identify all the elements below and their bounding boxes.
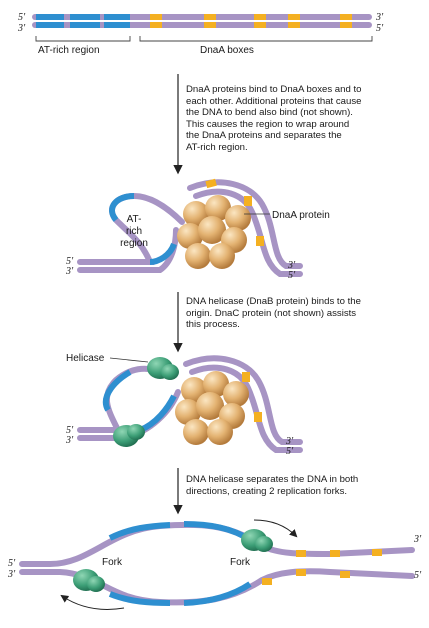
dnaa-box [340, 14, 352, 20]
panel-1-origin: 5′ 3′ 3′ 5′ AT-rich region DnaA boxes [17, 12, 384, 56]
dnaa-box [288, 14, 300, 20]
end-label-5prime: 5′ [288, 270, 296, 281]
end-label-5prime: 5′ [66, 425, 74, 436]
end-label-3prime: 3′ [375, 12, 384, 23]
at-rich-region-label: rich [126, 226, 142, 237]
fork-label-right: Fork [230, 557, 251, 568]
end-label-5prime: 5′ [376, 23, 384, 34]
end-label-5prime: 5′ [18, 12, 26, 23]
dnaa-box [254, 14, 266, 20]
end-label-3prime: 3′ [7, 569, 16, 580]
step-3-caption: DNA helicase separates the DNA in both d… [186, 474, 359, 497]
helicase-label: Helicase [66, 353, 105, 364]
dnaa-protein-cluster [177, 195, 251, 269]
step-1-caption: DnaA proteins bind to DnaA boxes and to … [186, 84, 362, 153]
end-label-5prime: 5′ [414, 570, 422, 581]
end-label-5prime: 5′ [66, 256, 74, 267]
fork-direction-arrow [253, 519, 298, 538]
at-rich-region-label: AT-rich region [38, 45, 100, 56]
dnaa-boxes-bracket [139, 36, 373, 42]
panel-4-replication-forks: Fork Fork 5′ 3′ 3′ 5′ [7, 519, 422, 610]
end-label-3prime: 3′ [17, 23, 26, 34]
end-label-3prime: 3′ [65, 435, 74, 446]
end-label-5prime: 5′ [8, 558, 16, 569]
dnaa-box [204, 14, 216, 20]
panel-2-dnaa-binding: DnaA protein AT- rich region 5′ 3′ 3′ 5′ [65, 178, 330, 281]
end-label-3prime: 3′ [413, 534, 422, 545]
panel-3-helicase-loading: Helicase 5′ 3′ 3′ 5′ [65, 353, 303, 457]
end-label-5prime: 5′ [286, 446, 294, 457]
helicase-left-fork [73, 569, 105, 592]
at-rich-region-label: AT- [127, 214, 142, 225]
helicase-right-fork [241, 529, 273, 552]
dnaa-protein-label: DnaA protein [272, 210, 330, 221]
at-rich-region-label: region [120, 238, 148, 249]
dnaa-box [150, 14, 162, 20]
helicase-bottom [113, 424, 145, 447]
end-label-3prime: 3′ [287, 260, 296, 271]
dnaa-boxes-label: DnaA boxes [200, 45, 254, 56]
bottom-strand [32, 22, 372, 28]
top-strand [32, 14, 372, 20]
dnaa-protein-cluster [175, 371, 249, 445]
fork-direction-arrow [60, 594, 125, 610]
step-2-caption: DNA helicase (DnaB protein) binds to the… [186, 296, 361, 331]
fork-label-left: Fork [102, 557, 123, 568]
helicase-top [147, 357, 179, 380]
end-label-3prime: 3′ [285, 436, 294, 447]
end-label-3prime: 3′ [65, 266, 74, 277]
at-rich-bracket [35, 36, 131, 42]
